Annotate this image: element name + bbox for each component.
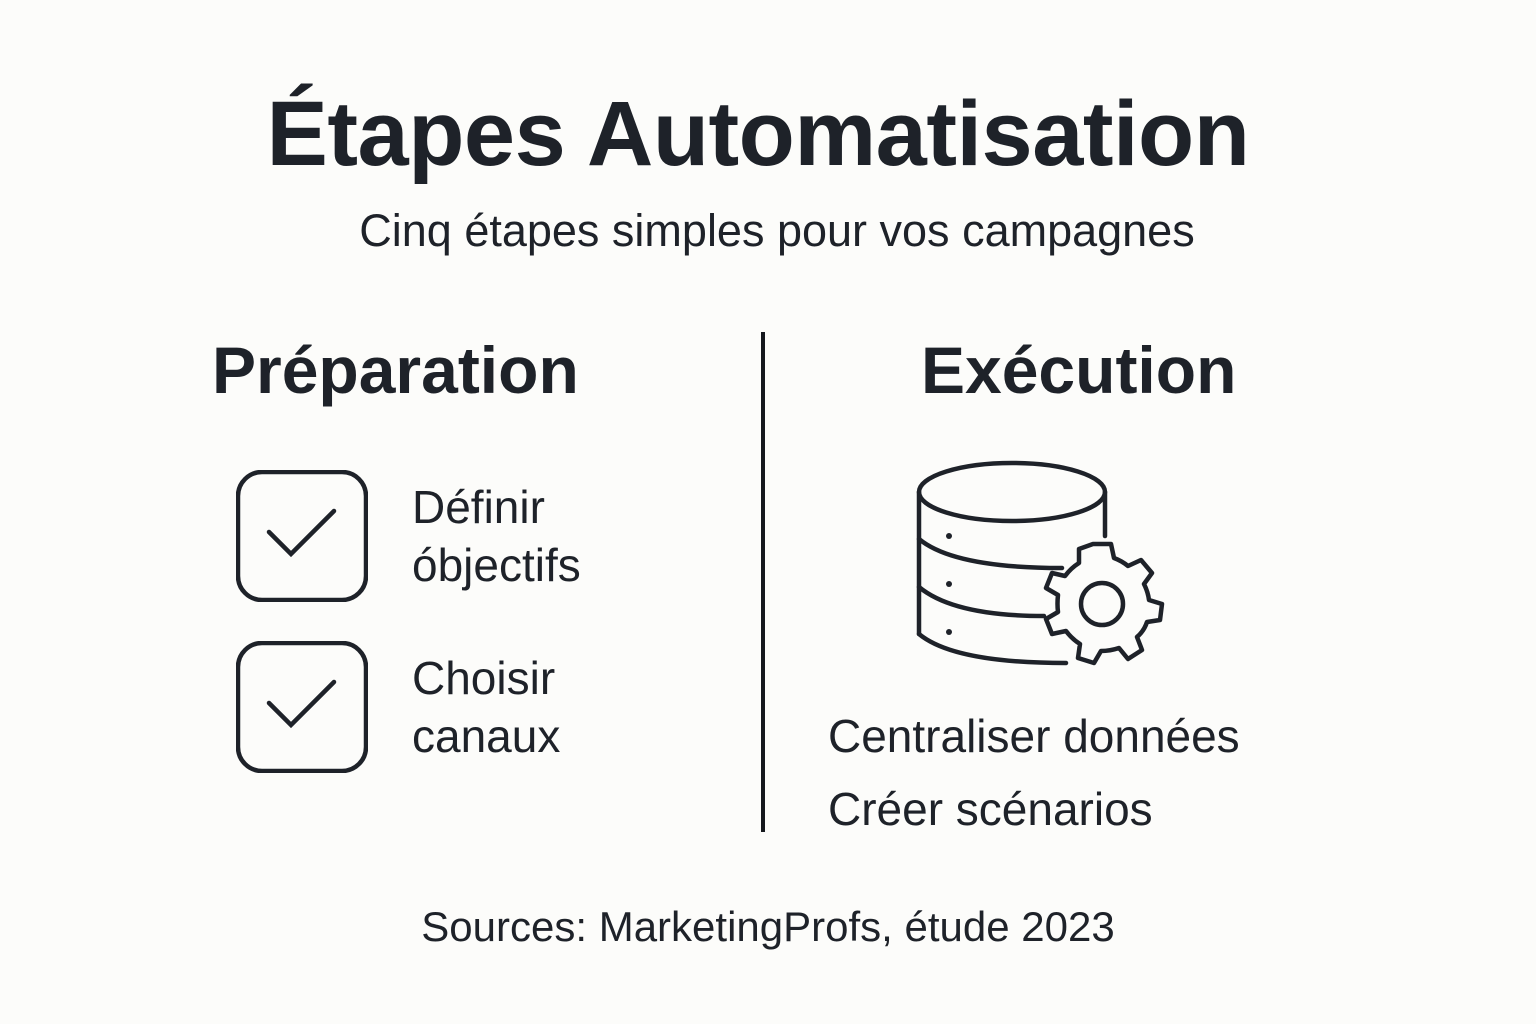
section-divider [761,332,765,832]
database-gear-icon [916,460,1165,666]
page-title: Étapes Automatisation [266,83,1250,185]
page-subtitle: Cinq étapes simples pour vos campagnes [359,205,1195,256]
checklist-item: Choisir canaux [236,641,560,773]
execution-step-list: Centraliser données Créer scénarios [828,700,1240,846]
execution-step-item: Centraliser données [828,710,1240,762]
checklist-item-label: Choisir canaux [412,649,560,765]
checklist-item-label-line2: óbjectifs [412,539,581,591]
execution-step-item: Créer scénarios [828,783,1153,835]
checkbox-checked-icon [236,470,368,602]
checklist-item: Définir óbjectifs [236,470,581,602]
section-title-preparation: Préparation [212,333,579,407]
section-title-execution: Exécution [921,333,1237,407]
checklist-item-label-line1: Définir [412,481,545,533]
checklist-item-label-line1: Choisir [412,652,556,704]
checklist-item-label-line2: canaux [412,710,561,762]
checklist-item-label: Définir óbjectifs [412,478,581,594]
sources-note: Sources: MarketingProfs, étude 2023 [421,903,1115,950]
checkbox-checked-icon [236,641,368,773]
